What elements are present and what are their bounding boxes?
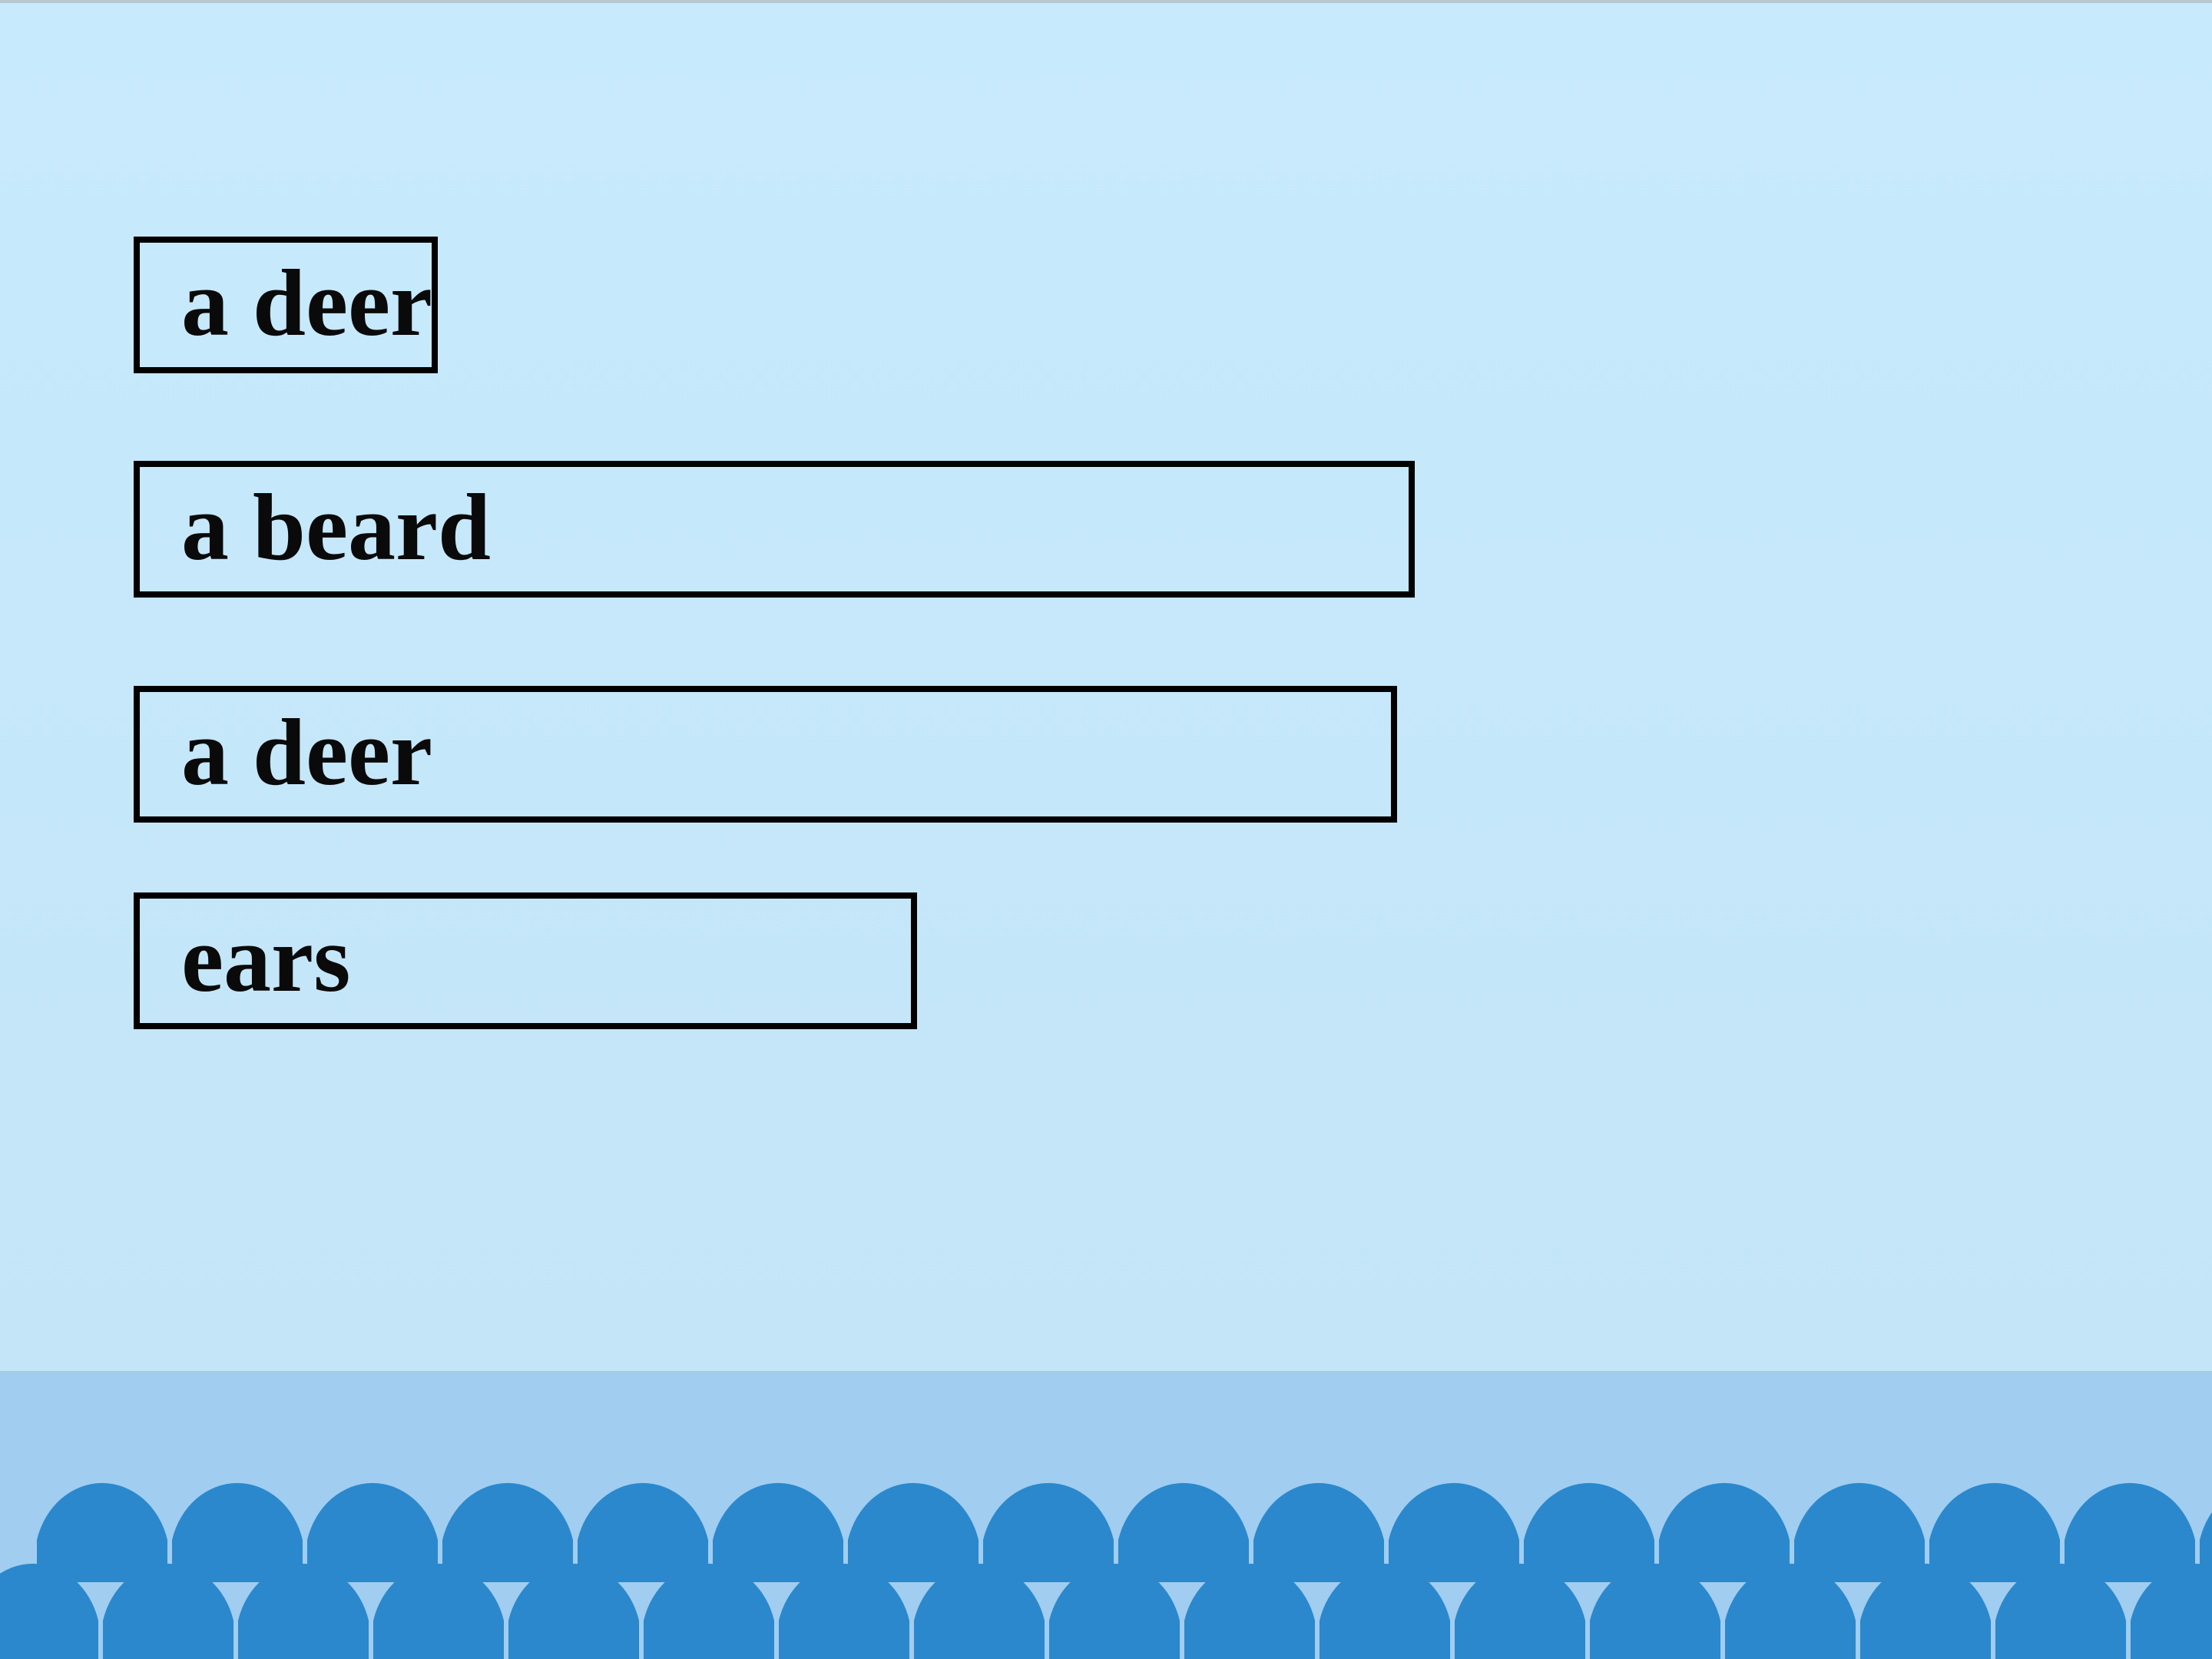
scallop-shape	[2065, 1482, 2195, 1582]
word-box-1-text: a deer	[181, 250, 433, 356]
word-box-4[interactable]: ears	[134, 892, 917, 1029]
scallop-shape	[508, 1563, 639, 1659]
scallop-shape	[1184, 1563, 1315, 1659]
footer-wave-decoration	[0, 1371, 2212, 1659]
word-box-4-text: ears	[181, 906, 351, 1012]
scallop-shape	[1524, 1482, 1654, 1582]
word-box-2[interactable]: a beard	[134, 461, 1415, 598]
word-box-2-text: a beard	[181, 475, 491, 580]
scallop-shape	[848, 1482, 979, 1582]
scallop-shape	[1995, 1563, 2126, 1659]
scallop-shape	[1118, 1482, 1249, 1582]
scallop-shape	[983, 1482, 1114, 1582]
scallop-shape	[1794, 1482, 1925, 1582]
word-box-1[interactable]: a deer	[134, 237, 438, 373]
scallop-shape	[307, 1482, 438, 1582]
scallop-shape	[914, 1563, 1045, 1659]
top-border	[0, 0, 2212, 3]
scallop-shape	[779, 1563, 909, 1659]
scallop-shape	[1320, 1563, 1450, 1659]
scallop-shape	[644, 1563, 774, 1659]
scallop-shape	[1049, 1563, 1180, 1659]
word-box-3-text: a deer	[181, 700, 433, 805]
scallop-shape	[713, 1482, 843, 1582]
word-box-3[interactable]: a deer	[134, 686, 1397, 823]
scallop-shape	[238, 1563, 369, 1659]
scallop-shape	[2131, 1563, 2212, 1659]
scallop-shape	[103, 1563, 233, 1659]
scallop-shape	[1253, 1482, 1384, 1582]
scallop-shape	[1389, 1482, 1519, 1582]
scallop-shape	[1659, 1482, 1790, 1582]
scallop-shape	[1725, 1563, 1856, 1659]
scallop-shape	[1455, 1563, 1585, 1659]
scallop-shape	[1590, 1563, 1720, 1659]
scallop-shape	[1860, 1563, 1991, 1659]
scallop-pattern	[0, 1482, 2212, 1659]
scallop-shape	[578, 1482, 708, 1582]
scallop-shape	[442, 1482, 573, 1582]
scallop-shape	[373, 1563, 504, 1659]
scallop-shape	[37, 1482, 167, 1582]
scallop-shape	[1929, 1482, 2060, 1582]
scallop-shape	[172, 1482, 303, 1582]
scallop-shape	[0, 1563, 98, 1659]
